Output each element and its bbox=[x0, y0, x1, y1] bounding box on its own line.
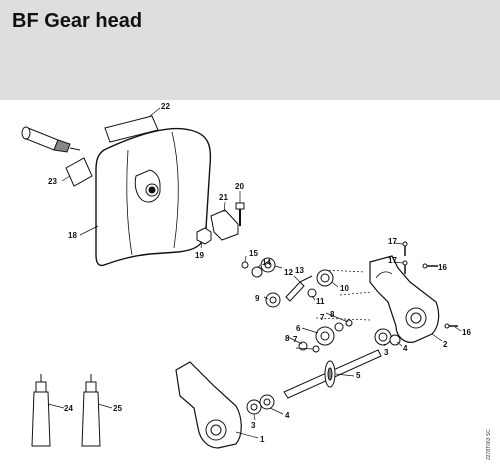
part-3-bearing bbox=[246, 328, 392, 415]
part-13-spindle bbox=[285, 275, 313, 302]
part-15-ring bbox=[241, 261, 249, 269]
label-16b: 16 bbox=[462, 328, 471, 337]
label-13: 13 bbox=[295, 266, 304, 275]
label-19: 19 bbox=[195, 251, 204, 260]
label-10: 10 bbox=[340, 284, 349, 293]
part-19-nut bbox=[196, 227, 212, 245]
part-2-gear-housing bbox=[369, 255, 440, 343]
part-17-screw bbox=[402, 241, 408, 274]
label-5: 5 bbox=[356, 371, 361, 380]
label-3b: 3 bbox=[251, 421, 256, 430]
exploded-view: 22 23 18 19 20 21 15 14 12 13 9 11 10 7 … bbox=[21, 102, 492, 460]
label-4b: 4 bbox=[285, 411, 290, 420]
part-25-grease-tube bbox=[81, 374, 101, 447]
label-8a: 8 bbox=[330, 310, 335, 319]
part-12-bearing bbox=[260, 257, 276, 273]
label-1: 1 bbox=[260, 435, 265, 444]
part-14-washer bbox=[251, 266, 263, 278]
label-24: 24 bbox=[64, 404, 73, 413]
page-title: BF Gear head bbox=[12, 10, 143, 32]
label-14: 14 bbox=[262, 258, 271, 267]
label-11: 11 bbox=[316, 297, 325, 306]
header-bar: BF Gear head bbox=[0, 0, 500, 100]
label-6: 6 bbox=[296, 324, 301, 333]
part-10-bearing bbox=[316, 269, 334, 287]
label-7b: 7 bbox=[293, 335, 298, 344]
reference-number: 2278T063 SC bbox=[486, 429, 492, 460]
label-9: 9 bbox=[255, 294, 260, 303]
label-22: 22 bbox=[161, 102, 170, 111]
part-21-clamp bbox=[210, 209, 239, 241]
part-24-grease-tube bbox=[31, 374, 51, 447]
parts-diagram: 22 23 18 19 20 21 15 14 12 13 9 11 10 7 … bbox=[0, 100, 500, 469]
part-5-gear-shaft bbox=[283, 349, 382, 399]
part-18-deflector-guard bbox=[95, 127, 212, 267]
part-23-decal bbox=[65, 157, 93, 187]
label-20: 20 bbox=[235, 182, 244, 191]
part-11-ring bbox=[307, 288, 317, 298]
assembly-guide-lines bbox=[315, 269, 373, 321]
label-18: 18 bbox=[68, 231, 77, 240]
label-3a: 3 bbox=[384, 348, 389, 357]
label-12: 12 bbox=[284, 268, 293, 277]
part-shaft-tube bbox=[21, 126, 81, 153]
part-9-bearing bbox=[265, 292, 281, 308]
label-23: 23 bbox=[48, 177, 57, 186]
label-8b: 8 bbox=[285, 334, 290, 343]
label-17b: 17 bbox=[388, 256, 397, 265]
leader-lines bbox=[47, 107, 462, 439]
part-4-ring bbox=[259, 334, 401, 410]
label-17a: 17 bbox=[388, 237, 397, 246]
label-25: 25 bbox=[113, 404, 122, 413]
label-4a: 4 bbox=[403, 344, 408, 353]
label-7a: 7 bbox=[320, 313, 325, 322]
label-15: 15 bbox=[249, 249, 258, 258]
label-21: 21 bbox=[219, 193, 228, 202]
part-1-gear-housing bbox=[175, 361, 242, 449]
label-16a: 16 bbox=[438, 263, 447, 272]
part-6-bevel-gear bbox=[315, 326, 335, 346]
label-2: 2 bbox=[443, 340, 448, 349]
